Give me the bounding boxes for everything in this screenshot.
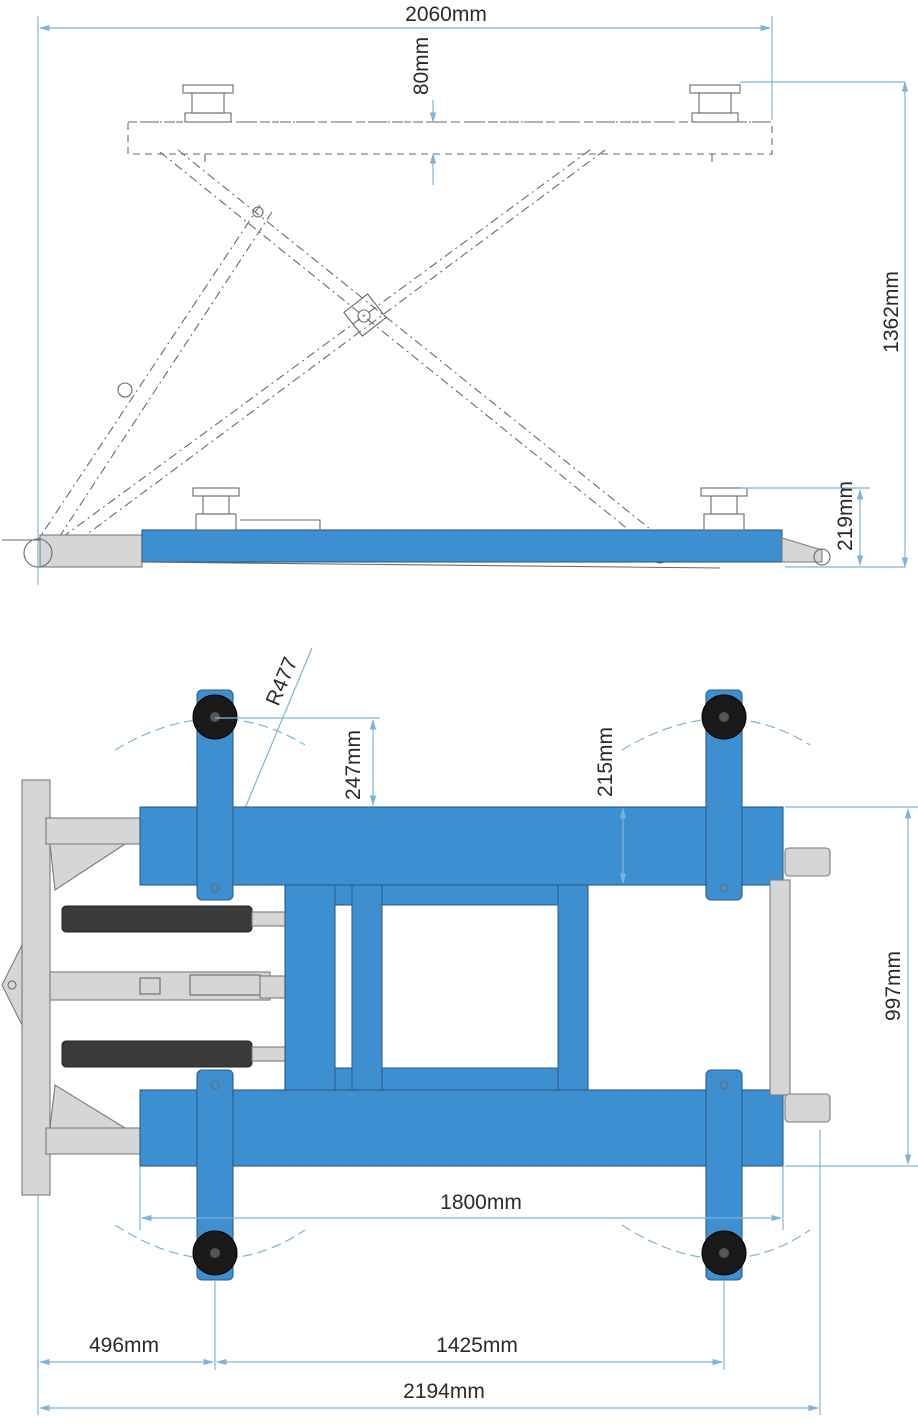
dim-bottom: 496mm 1425mm 2194mm — [37, 1130, 821, 1415]
dim-1800: 1800mm — [139, 1166, 784, 1230]
lift-arm-bl — [192, 1069, 238, 1281]
base-platform — [2, 487, 831, 569]
dim-1362: 1362mm — [880, 80, 909, 569]
lift-arm-tl — [192, 689, 238, 901]
beam-top — [139, 806, 784, 886]
dim-80: 80mm — [410, 37, 437, 185]
radius-label: R477 — [262, 654, 303, 709]
dim-219: 219mm — [740, 481, 905, 568]
base-beam-blue — [141, 529, 783, 563]
dim-247: 247mm — [215, 717, 380, 807]
cylinder-top — [61, 905, 253, 933]
lift-arm-br — [701, 1069, 747, 1281]
raised-platform — [127, 81, 905, 162]
dim-top-width: 2060mm — [37, 3, 773, 585]
dim-1425-label: 1425mm — [436, 1334, 518, 1357]
dim-2060-label: 2060mm — [405, 3, 487, 26]
dim-997-label: 997mm — [882, 951, 905, 1021]
dim-496-label: 496mm — [89, 1334, 159, 1357]
lift-arm-tr — [701, 689, 747, 901]
dim-997: 997mm — [785, 806, 918, 1167]
hydraulic-cylinders — [61, 905, 330, 1068]
swing-arc-tr — [621, 718, 811, 751]
dim-2194-label: 2194mm — [403, 1380, 485, 1403]
dim-215-label: 215mm — [594, 727, 617, 797]
cylinder-bottom — [61, 1040, 253, 1068]
dim-247-label: 247mm — [342, 730, 365, 800]
dim-1362-label: 1362mm — [880, 271, 903, 353]
side-view: 2060mm 80mm — [2, 3, 909, 585]
tow-frame — [1, 779, 291, 1196]
scissor-arms — [37, 149, 671, 564]
rear-crossbar — [769, 847, 831, 1123]
beam-bottom — [139, 1089, 784, 1167]
top-view: R477 — [1, 647, 918, 1415]
dim-215: 215mm — [594, 727, 627, 885]
dim-80-label: 80mm — [410, 37, 433, 95]
dim-219-label: 219mm — [834, 481, 857, 551]
dim-1800-label: 1800mm — [440, 1191, 522, 1214]
cross-frame — [284, 884, 589, 1091]
